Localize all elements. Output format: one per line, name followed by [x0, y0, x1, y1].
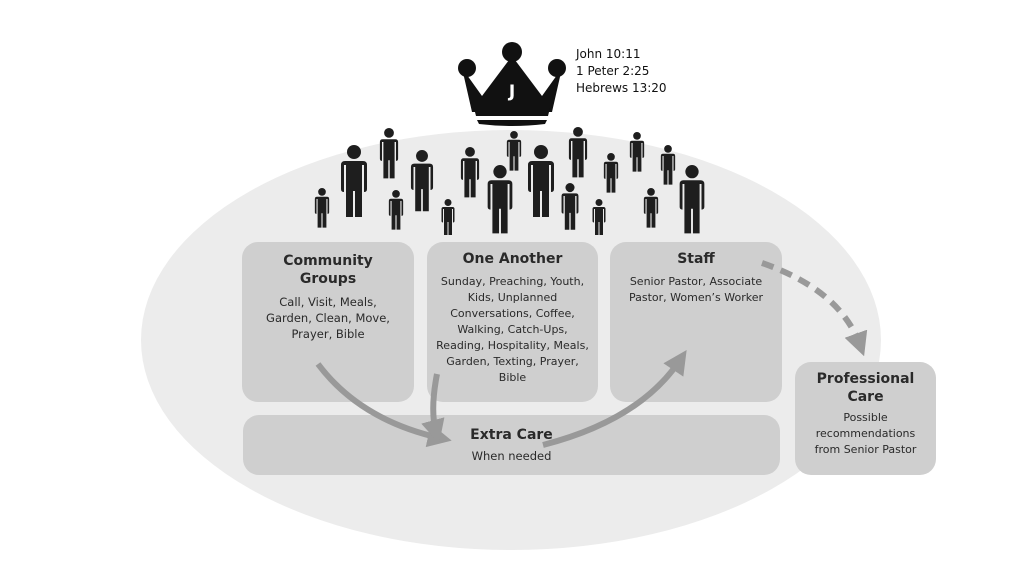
person-icon: [603, 153, 619, 193]
person-icon: [388, 190, 404, 230]
community-groups-box: Community Groups Call, Visit, Meals, Gar…: [242, 242, 414, 402]
person-icon: [341, 145, 367, 217]
box-body: When needed: [471, 449, 552, 463]
box-title: Community Groups: [283, 253, 373, 287]
person-icon: [506, 131, 522, 171]
svg-text:J: J: [508, 82, 515, 102]
box-body: Senior Pastor, Associate Pastor, Women’s…: [628, 275, 764, 304]
box-body: Sunday, Preaching, Youth, Kids, Unplanne…: [436, 275, 589, 384]
box-body: Call, Visit, Meals, Garden, Clean, Move,…: [266, 295, 390, 341]
congregation-figures: [314, 127, 705, 235]
person-icon: [528, 145, 554, 217]
person-icon: [643, 188, 659, 228]
extra-care-box: Extra Care When needed: [243, 415, 780, 475]
person-icon: [629, 132, 645, 172]
box-title: Extra Care: [470, 427, 553, 443]
person-icon: [660, 145, 676, 185]
scripture-references: John 10:11 1 Peter 2:25 Hebrews 13:20: [576, 46, 667, 97]
person-icon: [487, 165, 513, 234]
person-icon: [568, 127, 588, 178]
person-icon: [379, 128, 399, 179]
box-title: Staff: [677, 251, 715, 267]
box-title: Professional Care: [816, 371, 915, 405]
one-another-box: One Another Sunday, Preaching, Youth, Ki…: [427, 242, 598, 402]
box-title: One Another: [462, 251, 563, 267]
person-icon: [441, 199, 455, 235]
person-icon: [460, 147, 480, 198]
crown-icon: J: [458, 42, 566, 126]
professional-care-box: Professional Care Possible recommendatio…: [795, 362, 936, 475]
box-body: Possible recommendations from Senior Pas…: [814, 411, 917, 456]
person-icon: [561, 183, 579, 230]
person-icon: [410, 150, 434, 212]
person-icon: [679, 165, 705, 234]
person-icon: [314, 188, 330, 228]
staff-box: Staff Senior Pastor, Associate Pastor, W…: [610, 242, 782, 402]
reference: John 10:11: [576, 47, 641, 61]
reference: Hebrews 13:20: [576, 81, 667, 95]
person-icon: [592, 199, 606, 235]
reference: 1 Peter 2:25: [576, 64, 650, 78]
